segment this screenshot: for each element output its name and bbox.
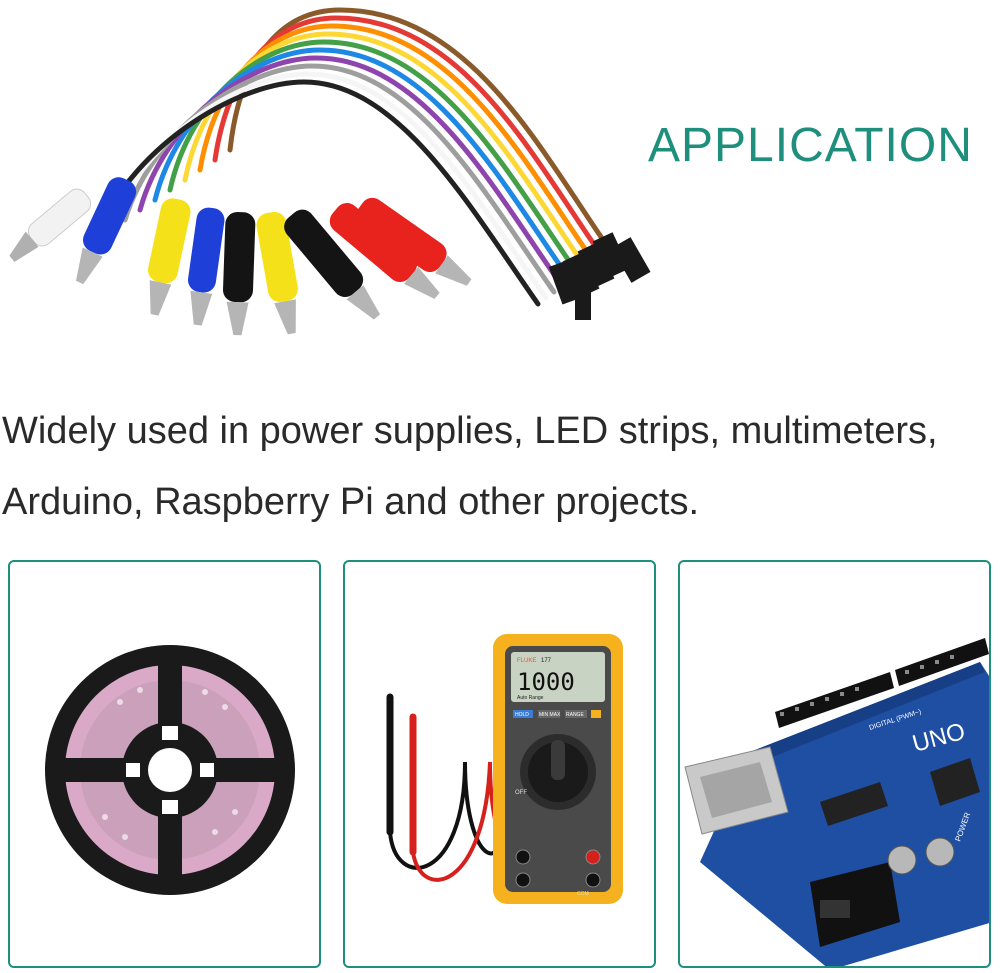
meter-off-label: OFF: [515, 790, 527, 796]
alligator-clip-cables-image: [9, 7, 651, 336]
multimeter-image: FLUKE 177 1000 Auto Range HOLD MIN MAX R…: [386, 634, 623, 904]
meter-display-value: 1000: [517, 668, 575, 696]
led-strip-reel-image: [45, 645, 295, 895]
meter-com-label: COM: [577, 891, 589, 897]
meter-range-label: Auto Range: [517, 695, 544, 701]
meter-range-button: RANGE: [566, 712, 584, 718]
page-heading: APPLICATION: [648, 119, 973, 172]
meter-hold-button: HOLD: [515, 712, 529, 718]
meter-minmax-button: MIN MAX: [539, 712, 561, 718]
description-line-2: Arduino, Raspberry Pi and other projects…: [2, 481, 700, 523]
description-line-1: Widely used in power supplies, LED strip…: [2, 410, 938, 452]
led-strip-panel: [8, 560, 321, 968]
arduino-panel: UNO DIGITAL (PWM~) POWER: [678, 560, 991, 968]
multimeter-panel: FLUKE 177 1000 Auto Range HOLD MIN MAX R…: [343, 560, 656, 968]
arduino-board-image: UNO DIGITAL (PWM~) POWER: [684, 638, 989, 966]
description-text: Widely used in power supplies, LED strip…: [2, 396, 1000, 538]
meter-brand: FLUKE: [517, 658, 536, 664]
meter-model: 177: [541, 658, 552, 664]
